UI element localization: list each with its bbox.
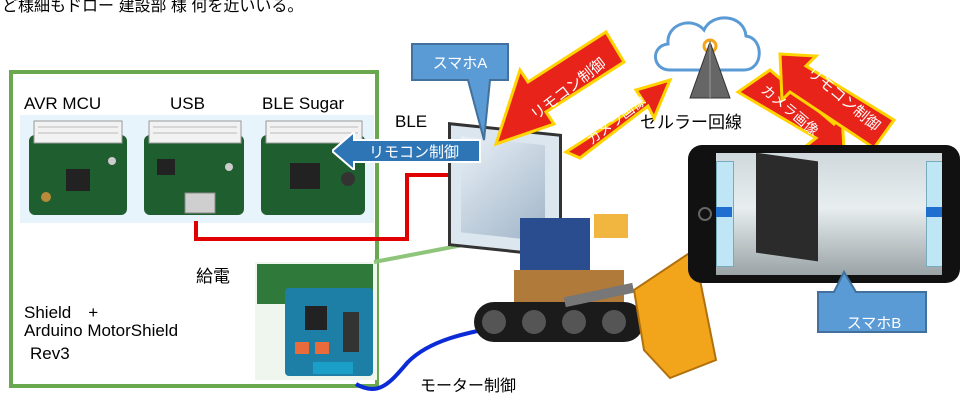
robot-bulldozer xyxy=(474,214,718,380)
avr-board-photo xyxy=(24,117,132,221)
ble-remote-arrow-label: リモコン制御 xyxy=(368,144,459,161)
usb-label: USB xyxy=(170,94,205,113)
shield-line3: Rev3 xyxy=(30,344,70,363)
motor-shield-photo xyxy=(255,262,377,380)
phone-b-screen xyxy=(716,153,942,275)
cellular-label: セルラー回線 xyxy=(640,113,742,132)
remote-arrow-a xyxy=(493,29,627,147)
power-label: 給電 xyxy=(196,267,230,286)
board-group-frame xyxy=(9,70,379,388)
smartphone-b xyxy=(688,145,960,283)
phone-b-label: スマホB xyxy=(846,315,902,332)
avr-mcu-label: AVR MCU xyxy=(24,94,102,113)
red-wire xyxy=(194,173,458,241)
top-caption: ど様細もドロー 建設部 様 何を近いいる。 xyxy=(2,0,304,15)
ble-label: BLE xyxy=(395,112,428,131)
camera-arrow-a xyxy=(562,77,673,160)
ble-remote-arrow xyxy=(332,132,481,170)
cell-tower-icon xyxy=(689,40,731,99)
ble-sugar-label: BLE Sugar xyxy=(262,94,345,113)
shield-line1: Shield + xyxy=(24,303,99,322)
phone-a-label: スマホA xyxy=(432,55,488,72)
motor-control-label: モーター制御 xyxy=(420,378,517,395)
phone-a-callout xyxy=(411,43,509,141)
phone-b-callout xyxy=(817,269,927,333)
usb-board-photo xyxy=(139,117,251,221)
remote-arrow-b xyxy=(778,52,897,151)
cloud-icon xyxy=(654,16,761,72)
shield-line2: Arduino MotorShield xyxy=(24,321,179,340)
